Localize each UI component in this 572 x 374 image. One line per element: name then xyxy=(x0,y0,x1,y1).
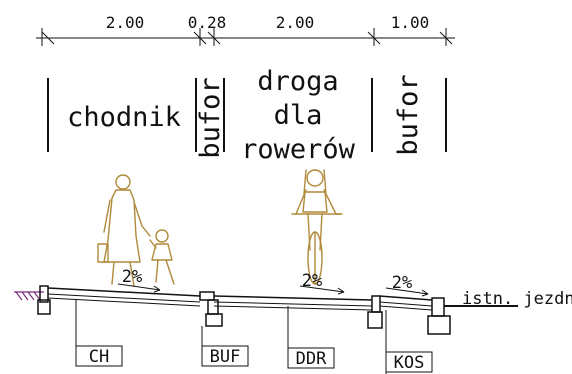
tag-buffer: BUF xyxy=(210,347,241,367)
pavement-section xyxy=(14,283,518,335)
zone-label-bike-line3: rowerów xyxy=(241,134,356,165)
slope-label-sidewalk: 2% xyxy=(122,267,142,287)
slope-label-buffer: 2% xyxy=(392,273,412,293)
pedestrian-figures-icon xyxy=(97,174,175,287)
section-tags: CH BUF DDR KOS xyxy=(75,300,433,374)
tag-sidewalk: CH xyxy=(89,347,109,367)
zone-label-sidewalk: chodnik xyxy=(67,102,181,133)
zone-separators xyxy=(47,78,447,152)
tag-bike-path: DDR xyxy=(296,349,327,369)
zone-label-bike-line1: droga xyxy=(257,66,338,97)
zone-label-bike-line2: dla xyxy=(274,100,323,131)
dimension-label-bike-path: 2.00 xyxy=(276,13,315,32)
existing-road-label: istn. jezdnia xyxy=(462,289,572,309)
cyclist-icon xyxy=(291,169,343,285)
zone-label-buffer-2: bufor xyxy=(393,74,424,155)
dimension-label-sidewalk: 2.00 xyxy=(106,13,145,32)
dimension-label-buffer-2: 1.00 xyxy=(391,13,430,32)
tag-kos: KOS xyxy=(394,353,425,373)
dimension-label-buffer: 0.28 xyxy=(188,13,227,32)
ground-hatch-icon xyxy=(14,291,44,301)
dimension-line: 2.00 0.28 2.00 1.00 xyxy=(36,13,455,46)
zone-label-buffer: bufor xyxy=(195,77,226,158)
slope-label-bike-path: 2% xyxy=(302,271,322,291)
